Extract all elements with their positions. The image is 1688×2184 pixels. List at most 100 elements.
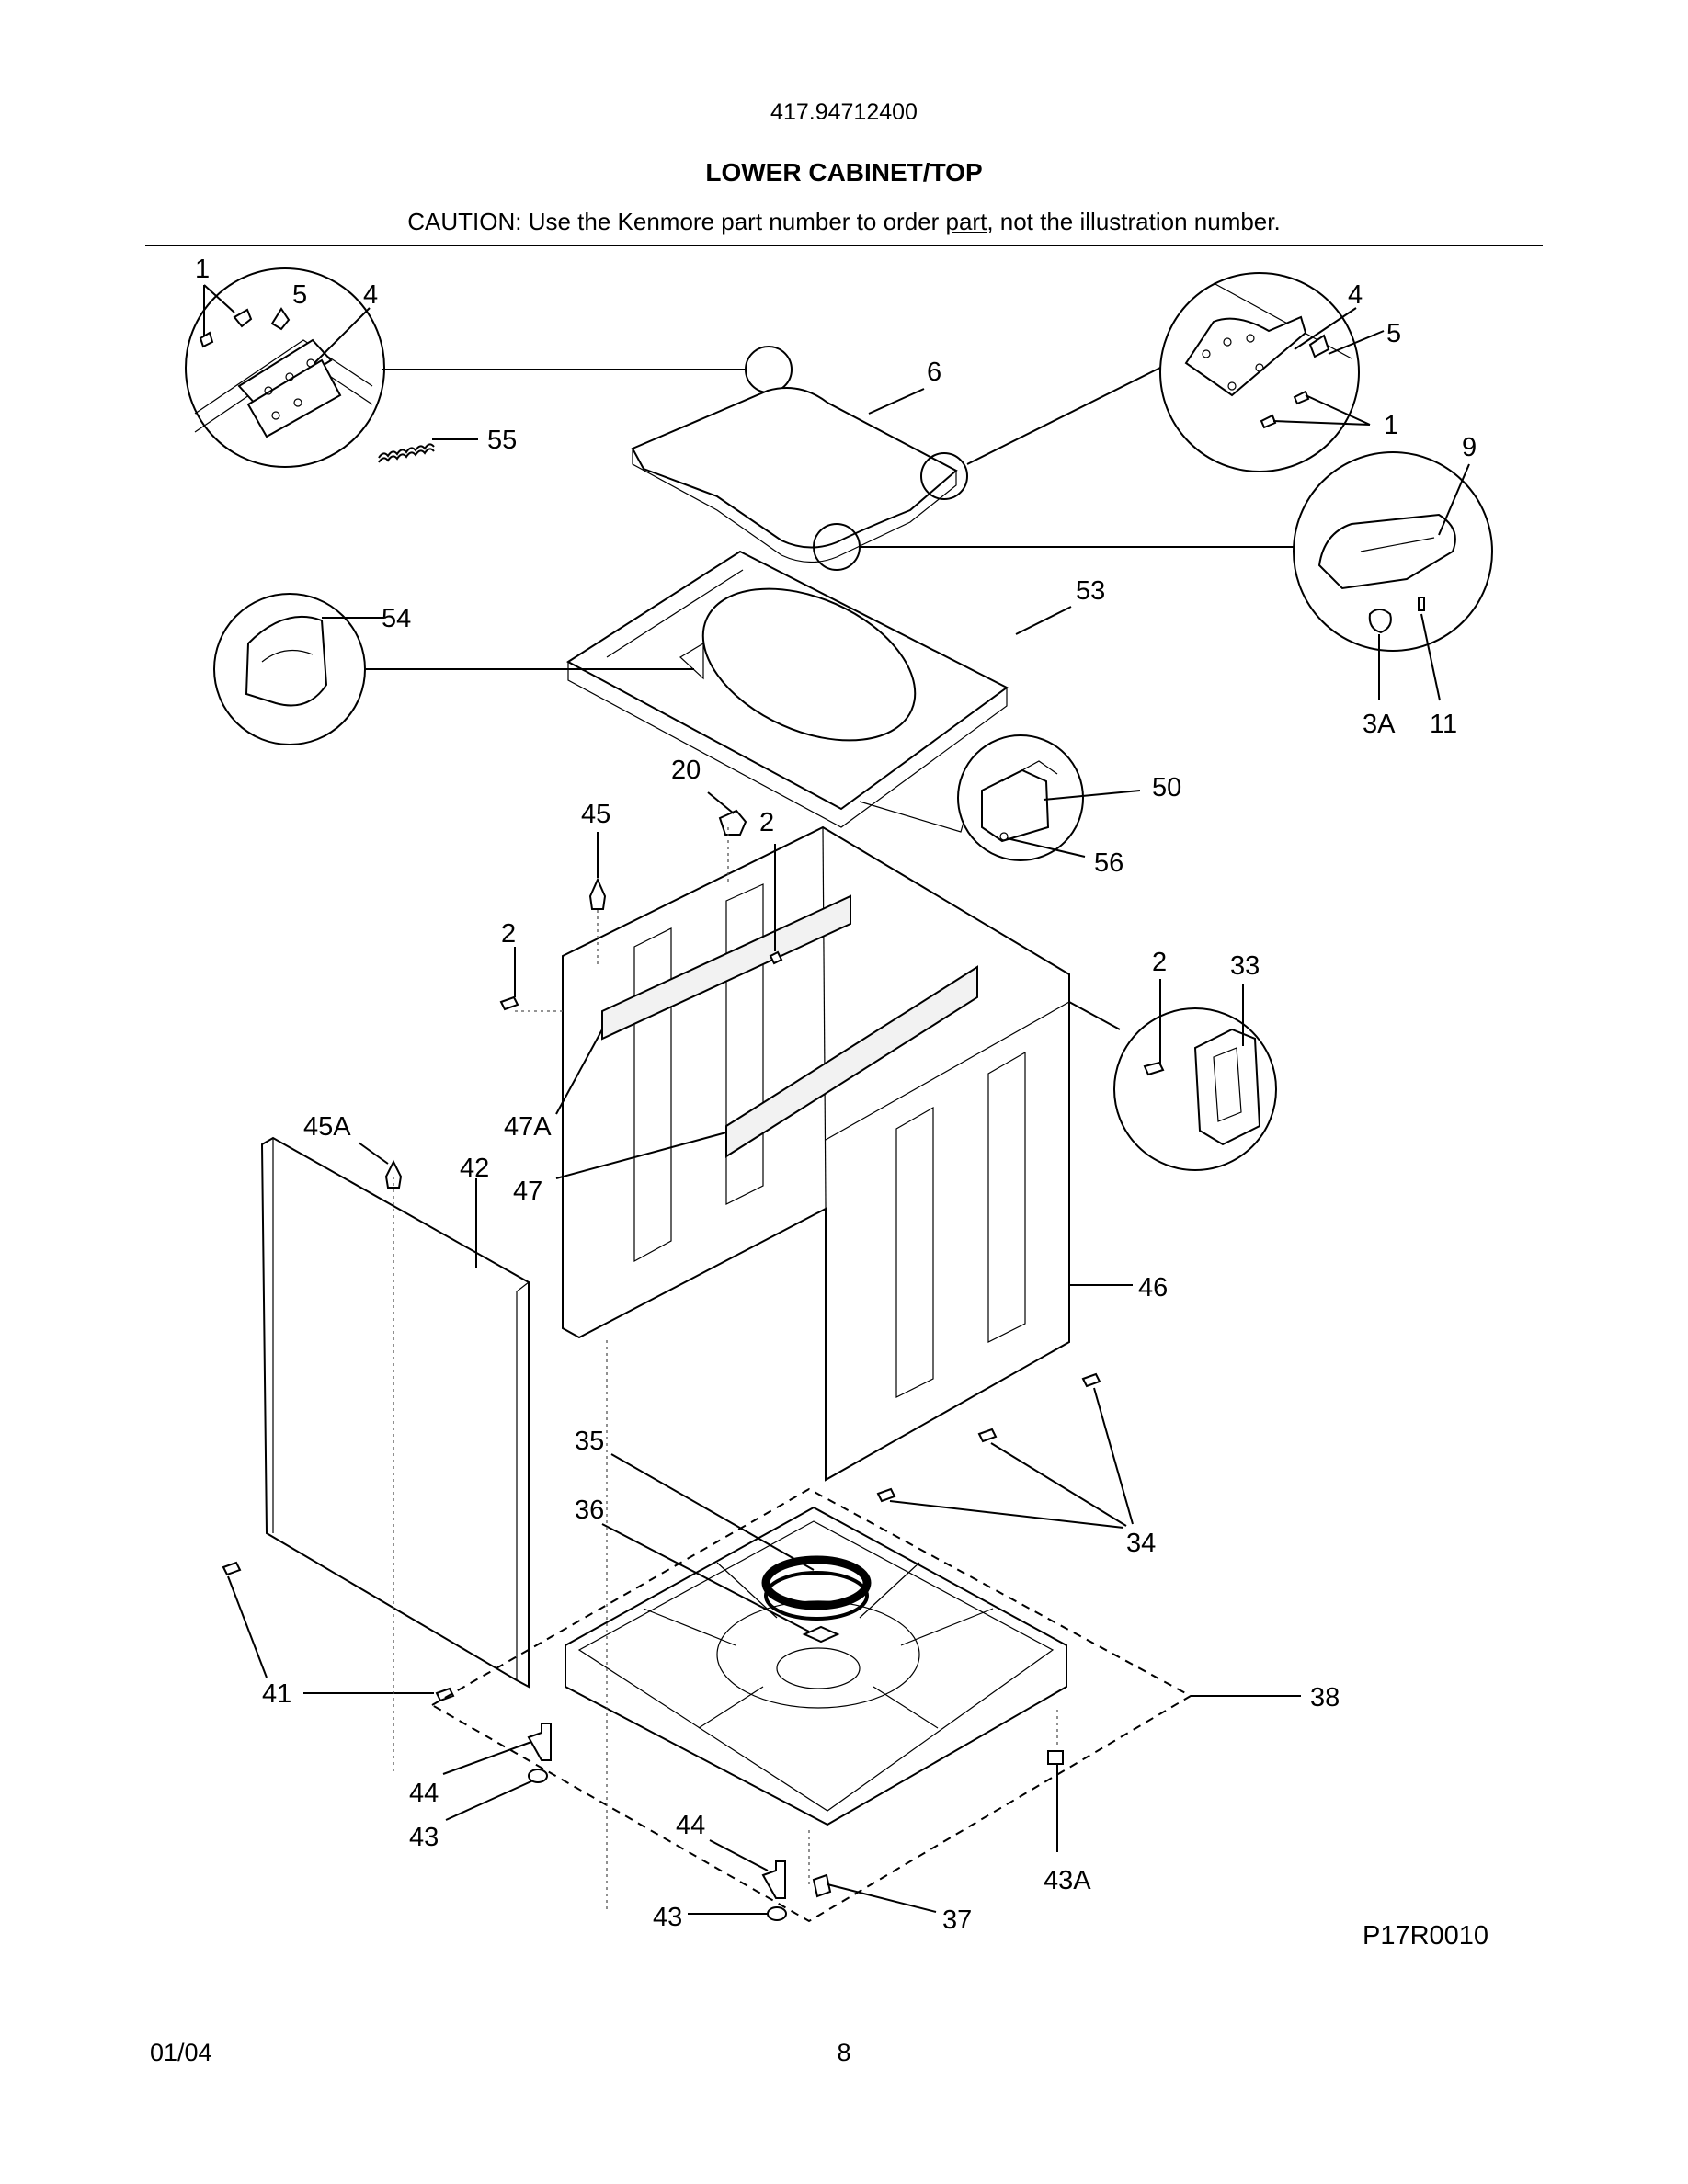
callout-44-right: 44 <box>676 1811 705 1840</box>
lid-part-6 <box>631 387 958 563</box>
screw-34-a <box>1081 1372 1101 1388</box>
caution-text-prefix: CAUTION: Use the Kenmore part number to … <box>407 208 946 235</box>
callout-56: 56 <box>1094 848 1123 878</box>
callout-3A: 3A <box>1363 710 1396 739</box>
callout-2-right: 2 <box>1152 948 1167 977</box>
leader-45A <box>358 1142 389 1165</box>
callout-35: 35 <box>575 1427 604 1456</box>
lid-switch-detail <box>1293 451 1493 652</box>
leaders-35-36 <box>601 1453 815 1632</box>
clip-20 <box>718 809 747 836</box>
leaders-41 <box>227 1575 434 1694</box>
model-number: 417.94712400 <box>770 99 918 125</box>
leaders-47A-47 <box>555 1029 727 1179</box>
callout-46: 46 <box>1138 1273 1168 1302</box>
leaders-9-3A-11 <box>1378 463 1470 701</box>
bracket-detail-33 <box>1113 1007 1277 1171</box>
leaders-4-5-1-right <box>1272 307 1385 426</box>
callout-54: 54 <box>382 604 411 633</box>
screw-41-upper <box>222 1561 242 1576</box>
bearing-36 <box>802 1625 840 1644</box>
leaders-44-43-left <box>442 1741 534 1821</box>
screw-34-b <box>977 1428 998 1443</box>
foot-pad-43-left <box>528 1769 548 1783</box>
leader-6 <box>868 388 925 415</box>
callout-45A: 45A <box>303 1112 351 1142</box>
bumper-45 <box>588 877 607 910</box>
callout-53: 53 <box>1076 576 1105 606</box>
screw-34-c <box>876 1487 896 1503</box>
page-title: LOWER CABINET/TOP <box>705 158 983 187</box>
callout-45: 45 <box>581 800 610 829</box>
foot-pad-43A <box>1047 1750 1064 1765</box>
leader-20 <box>707 791 735 814</box>
screw-2-center <box>769 950 783 965</box>
leaders-34 <box>889 1387 1134 1529</box>
foot-pad-43-right <box>767 1906 787 1921</box>
callout-47: 47 <box>513 1177 542 1206</box>
callout-50: 50 <box>1152 773 1181 802</box>
callout-33: 33 <box>1230 951 1260 981</box>
callout-38: 38 <box>1310 1683 1340 1712</box>
leader-37 <box>827 1883 937 1913</box>
callout-55: 55 <box>487 426 517 455</box>
callout-4-right: 4 <box>1348 280 1363 310</box>
callout-20: 20 <box>671 756 701 785</box>
leader-4-top-left <box>314 307 371 364</box>
callout-6: 6 <box>927 358 941 387</box>
callout-labels: 1 5 4 55 6 4 5 1 9 54 53 3A 11 20 50 56 … <box>195 255 1488 1951</box>
leader-hinge-right <box>966 367 1161 465</box>
screw-41-lower <box>435 1687 455 1702</box>
switch-bracket-outline <box>859 799 971 833</box>
screw-2-left <box>499 995 519 1011</box>
screw-37 <box>812 1873 832 1898</box>
callout-36: 36 <box>575 1496 604 1525</box>
callout-34: 34 <box>1126 1529 1156 1558</box>
spring-55 <box>378 443 435 463</box>
callout-9: 9 <box>1462 433 1477 462</box>
header-rule <box>145 245 1543 246</box>
front-panel-42 <box>260 1136 530 1689</box>
caution-note: CAUTION: Use the Kenmore part number to … <box>0 208 1688 236</box>
callout-44-left: 44 <box>409 1779 439 1808</box>
callout-1-top-left: 1 <box>195 255 210 284</box>
callout-41: 41 <box>262 1679 291 1709</box>
leader-53 <box>1015 606 1072 635</box>
callout-2-left: 2 <box>501 919 516 949</box>
diagram-code: P17R0010 <box>1363 1921 1488 1951</box>
callout-42: 42 <box>460 1154 489 1183</box>
brace-47 <box>725 965 978 1158</box>
callout-43A: 43A <box>1044 1866 1091 1895</box>
bumper-45A <box>384 1159 403 1189</box>
leaders-44-43-right <box>688 1839 769 1915</box>
callout-11: 11 <box>1430 710 1457 739</box>
lid-lock-detail <box>957 734 1084 861</box>
hinge-locator-left <box>745 346 793 393</box>
callout-4-top-left: 4 <box>363 280 378 310</box>
callout-47A: 47A <box>504 1112 552 1142</box>
hinge-detail-right <box>1159 272 1360 472</box>
caution-part-link[interactable]: part <box>945 208 987 235</box>
leveling-leg-44-left <box>527 1723 552 1761</box>
top-panel-53 <box>566 550 1009 828</box>
seal-ring-35 <box>761 1555 872 1621</box>
leaders-50-56 <box>1006 790 1141 858</box>
leader-1-top-left <box>203 284 235 336</box>
callout-2-center: 2 <box>759 808 774 837</box>
callout-43-right: 43 <box>653 1903 682 1932</box>
base-38 <box>565 1506 1067 1826</box>
handle-detail <box>213 593 366 745</box>
callout-5-top-left: 5 <box>292 280 307 310</box>
footer-page-number: 8 <box>837 2039 851 2066</box>
alignment-lines <box>393 827 1058 1912</box>
callout-1-right: 1 <box>1384 411 1398 440</box>
leveling-leg-44-right <box>761 1860 786 1899</box>
hinge-detail-left <box>185 267 385 468</box>
footer-date: 01/04 <box>150 2039 212 2066</box>
callout-37: 37 <box>942 1905 972 1935</box>
leaders-2-33 <box>1068 979 1244 1064</box>
hinge-locator-right <box>920 452 968 500</box>
caution-text-suffix: , not the illustration number. <box>987 208 1281 235</box>
callout-43-left: 43 <box>409 1823 439 1852</box>
